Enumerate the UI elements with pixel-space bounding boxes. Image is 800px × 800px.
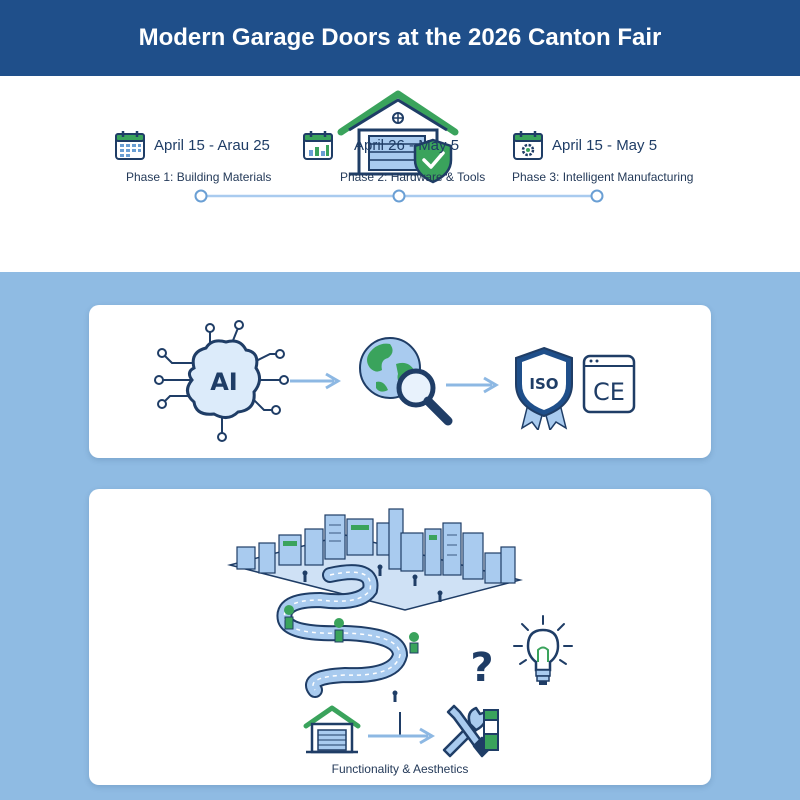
phase-2-date: April 26 - May 5 <box>354 136 460 154</box>
phase-2-label: Phase 2: Hardware & Tools <box>340 170 486 184</box>
phase-3-label: Phase 3: Intelligent Manufacturing <box>512 170 694 184</box>
phase-2: April 26 - May 5 Phase 2: Hardware & Too… <box>302 128 502 184</box>
question-text: ? <box>470 645 493 689</box>
lightbulb-icon <box>513 615 573 685</box>
arrow-right-icon <box>290 372 341 390</box>
city-journey-illustration <box>227 508 523 702</box>
tools-icon <box>442 704 499 758</box>
phase-3-date: April 15 - May 5 <box>552 136 658 154</box>
timeline-node-1 <box>194 189 208 203</box>
phase-1-label: Phase 1: Building Materials <box>126 170 272 184</box>
phase-3: April 15 - May 5 Phase 3: Intelligent Ma… <box>512 128 712 184</box>
iso-text: ISO <box>529 375 558 393</box>
connector-arrow <box>368 712 435 745</box>
calendar-gear-icon <box>513 131 543 160</box>
question-mark-icon: ? <box>470 645 493 689</box>
phase-1: April 15 - Arau 25 Phase 1: Building Mat… <box>114 128 314 184</box>
ai-brain-icon: AI <box>154 320 289 442</box>
ce-text: CE <box>593 378 625 406</box>
calendar-chart-icon <box>303 131 333 160</box>
timeline-node-3 <box>590 189 604 203</box>
page-title: Modern Garage Doors at the 2026 Canton F… <box>138 24 662 51</box>
globe-search-icon <box>359 337 453 426</box>
garage-shield-icon <box>337 90 459 184</box>
ai-text: AI <box>210 368 238 396</box>
ce-mark-icon: CE <box>582 354 636 414</box>
title-banner: Modern Garage Doors at the 2026 Canton F… <box>0 0 800 76</box>
bottom-caption: Functionality & Aesthetics <box>331 762 469 776</box>
timeline-node-2 <box>392 189 406 203</box>
iso-badge-icon: ISO <box>515 346 573 430</box>
arrow-right-icon-2 <box>446 376 499 394</box>
calendar-grid-icon <box>115 131 145 160</box>
phase-1-date: April 15 - Arau 25 <box>154 136 270 154</box>
timeline <box>194 189 604 203</box>
garage-house-icon <box>303 705 361 754</box>
